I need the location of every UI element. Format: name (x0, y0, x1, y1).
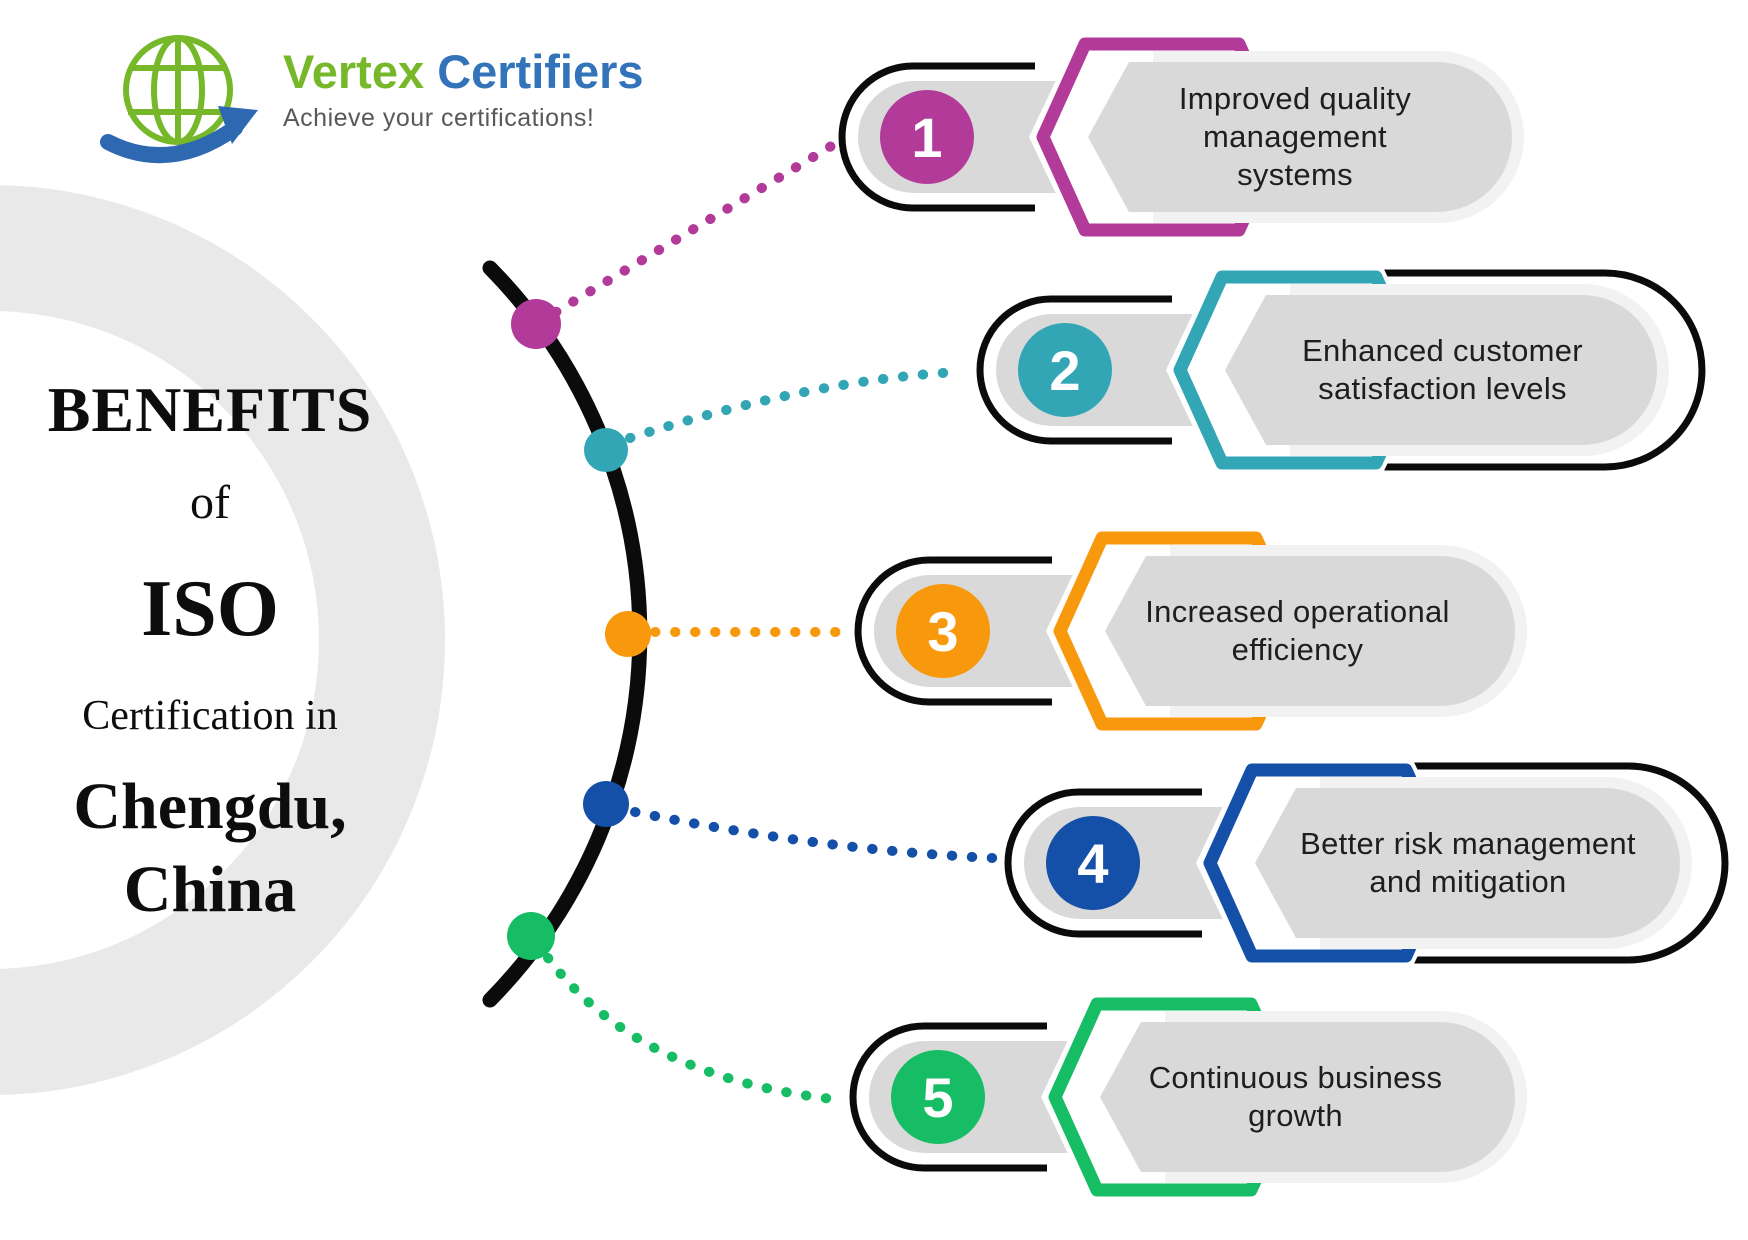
item-2-number: 2 (1049, 338, 1081, 402)
title-benefits: BENEFITS (47, 374, 373, 445)
title-block: BENEFITS of ISO Certification in Chengdu… (0, 378, 420, 931)
connector-dotted-line-5 (543, 953, 847, 1105)
brand-name-secondary: Certifiers (437, 45, 644, 98)
row5-left-outline (849, 1022, 1047, 1172)
row2-label-pill (1225, 295, 1657, 445)
item-4-label: Better risk management and mitigation (1300, 826, 1636, 899)
brand-name: Vertex Certifiers (283, 48, 644, 95)
row2-number-circle (1018, 323, 1112, 417)
item-row-1 (838, 32, 1524, 242)
title-city-line2: China (123, 853, 297, 927)
title-of: of (190, 476, 230, 529)
row4-left-outline (1004, 788, 1202, 938)
item-3-number: 3 (927, 599, 959, 663)
arc-dot-2 (584, 428, 628, 472)
row2-right-outline (1340, 269, 1706, 471)
row3-number-circle (896, 584, 990, 678)
row2-left-outline (976, 295, 1172, 445)
row3-label-pill (1105, 556, 1515, 706)
title-certification-in: Certification in (82, 693, 338, 739)
row1-label-pill (1088, 62, 1512, 212)
brand-tagline: Achieve your certifications! (283, 104, 595, 132)
brand-logo: Vertex Certifiers Achieve your certifica… (100, 22, 644, 172)
item-row-4 (1004, 758, 1729, 968)
connector-dotted-line-4 (630, 807, 998, 863)
item-row-3 (854, 526, 1527, 736)
item-row-5 (849, 992, 1527, 1202)
item-5-label: Continuous business growth (1148, 1060, 1443, 1133)
connector-dotted-line-2 (625, 367, 963, 443)
item-1-number: 1 (911, 105, 943, 169)
row1-left-outline (838, 62, 1035, 212)
item-4-number: 4 (1077, 831, 1109, 895)
item-2-label: Enhanced customer satisfaction levels (1302, 333, 1583, 406)
item-row-2 (976, 265, 1706, 475)
brand-name-primary: Vertex (283, 45, 425, 98)
globe-arrow-icon (100, 35, 258, 164)
title-city-line1: Chengdu, (73, 770, 347, 843)
row1-number-circle (880, 90, 974, 184)
item-3-label: Increased operational efficiency (1145, 594, 1450, 667)
row3-left-outline (854, 556, 1052, 706)
row5-label-pill (1100, 1022, 1515, 1172)
arc-dot-1 (511, 299, 561, 349)
item-1-label: Improved quality management systems (1178, 81, 1412, 192)
row4-right-outline (1370, 762, 1729, 964)
row5-number-circle (891, 1050, 985, 1144)
arc-dot-4 (583, 781, 629, 827)
item-5-number: 5 (922, 1065, 954, 1129)
connector-dotted-line-1 (551, 137, 843, 317)
background-ring (0, 185, 445, 1095)
arc-dot-3 (605, 611, 651, 657)
arc-dot-5 (507, 912, 555, 960)
row4-label-pill (1255, 788, 1680, 938)
title-iso: ISO (141, 565, 279, 653)
title-city: Chengdu, China (0, 765, 420, 931)
row4-number-circle (1046, 816, 1140, 910)
